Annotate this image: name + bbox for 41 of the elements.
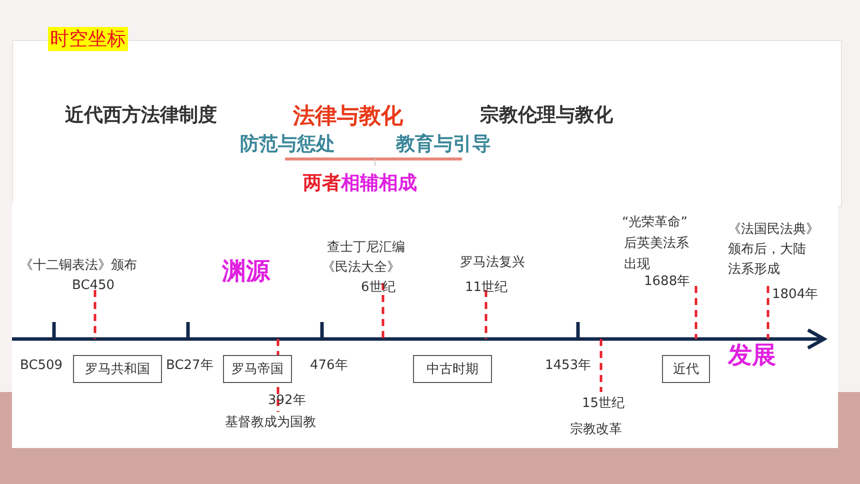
- event-text: 罗马法复兴: [460, 256, 525, 271]
- heading-text: 近代西方法律制度: [65, 105, 217, 127]
- period-name: 罗马帝国: [232, 361, 284, 378]
- year-text: BC509: [20, 359, 63, 374]
- event-text: 后英美法系: [624, 237, 689, 252]
- summary-text: 相辅相成: [341, 173, 417, 195]
- period-box: [662, 355, 710, 383]
- subheading-text: 教育与引导: [396, 134, 491, 156]
- year-text: 1804年: [772, 288, 818, 303]
- period-name: 中古时期: [426, 361, 478, 378]
- period-box: [73, 355, 162, 383]
- year-text: 15世纪: [582, 397, 625, 412]
- event-text: 《法国民法典》: [728, 223, 819, 238]
- event-text: 法系形成: [728, 263, 780, 278]
- heading-text: 宗教伦理与教化: [480, 105, 613, 127]
- year-text: 6世纪: [361, 281, 396, 296]
- event-text: 宗教改革: [570, 423, 622, 438]
- period-box: [223, 355, 292, 383]
- year-text: 1688年: [644, 275, 690, 290]
- period-name: 近代: [673, 361, 699, 378]
- heading-text: 法律与教化: [293, 104, 403, 130]
- event-text: 颁布后，大陆: [728, 243, 806, 258]
- event-text: 出现: [624, 258, 650, 273]
- year-text: BC450: [72, 279, 115, 294]
- event-text: 查士丁尼汇编: [327, 241, 405, 256]
- event-text: 《民法大全》: [322, 261, 400, 276]
- event-text: “光荣革命”: [622, 216, 688, 231]
- title: 时空坐标: [48, 27, 128, 51]
- year-text: 476年: [310, 359, 348, 374]
- event-text: 《十二铜表法》颁布: [20, 259, 137, 274]
- stage-text: 发展: [728, 342, 776, 370]
- summary-text: 两者: [303, 173, 341, 195]
- year-text: 392年: [268, 394, 306, 409]
- year-text: BC27年: [166, 359, 214, 374]
- period-name: 罗马共和国: [85, 361, 150, 378]
- subheading-text: 防范与惩处: [240, 134, 335, 156]
- event-text: 基督教成为国教: [225, 416, 316, 431]
- year-text: 11世纪: [465, 281, 508, 296]
- stage-text: 渊源: [222, 258, 270, 286]
- year-text: 1453年: [545, 359, 592, 374]
- period-box: [413, 355, 492, 383]
